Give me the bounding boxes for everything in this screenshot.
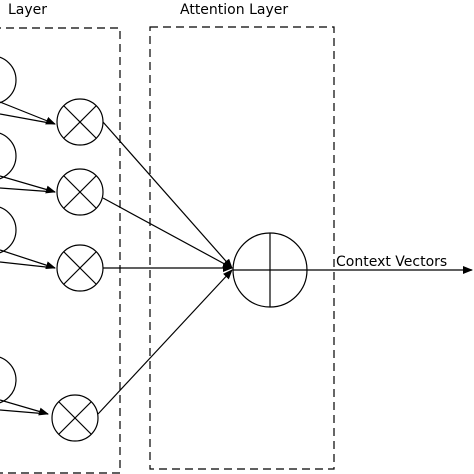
output-label: Context Vectors	[336, 254, 447, 270]
weighted-arrow-1	[102, 121, 233, 269]
input-line-1b	[0, 113, 56, 125]
input-node-3	[0, 206, 17, 254]
input-line-4b	[0, 409, 49, 415]
attention-layer-title: Attention Layer	[180, 2, 288, 18]
multiply-node-3	[56, 244, 104, 292]
multiply-node-1	[56, 98, 104, 146]
weighted-arrow-4	[97, 269, 233, 415]
input-arrow-3	[0, 249, 56, 270]
left-layer-title: Layer	[8, 2, 47, 18]
input-line-2b	[0, 187, 56, 193]
sum-node	[232, 232, 308, 308]
input-line-3b	[0, 261, 56, 269]
input-node-2	[0, 132, 17, 180]
multiply-node-2	[56, 168, 104, 216]
weighted-arrow-2	[102, 197, 233, 269]
left-layer-box	[0, 27, 121, 474]
multiply-node-4	[51, 394, 99, 442]
input-arrow-2	[0, 175, 56, 194]
input-node-4	[0, 356, 17, 404]
input-arrow-1	[0, 101, 56, 125]
attention-layer-box	[149, 26, 335, 470]
input-arrow-4	[0, 399, 49, 416]
input-node-1	[0, 56, 17, 104]
